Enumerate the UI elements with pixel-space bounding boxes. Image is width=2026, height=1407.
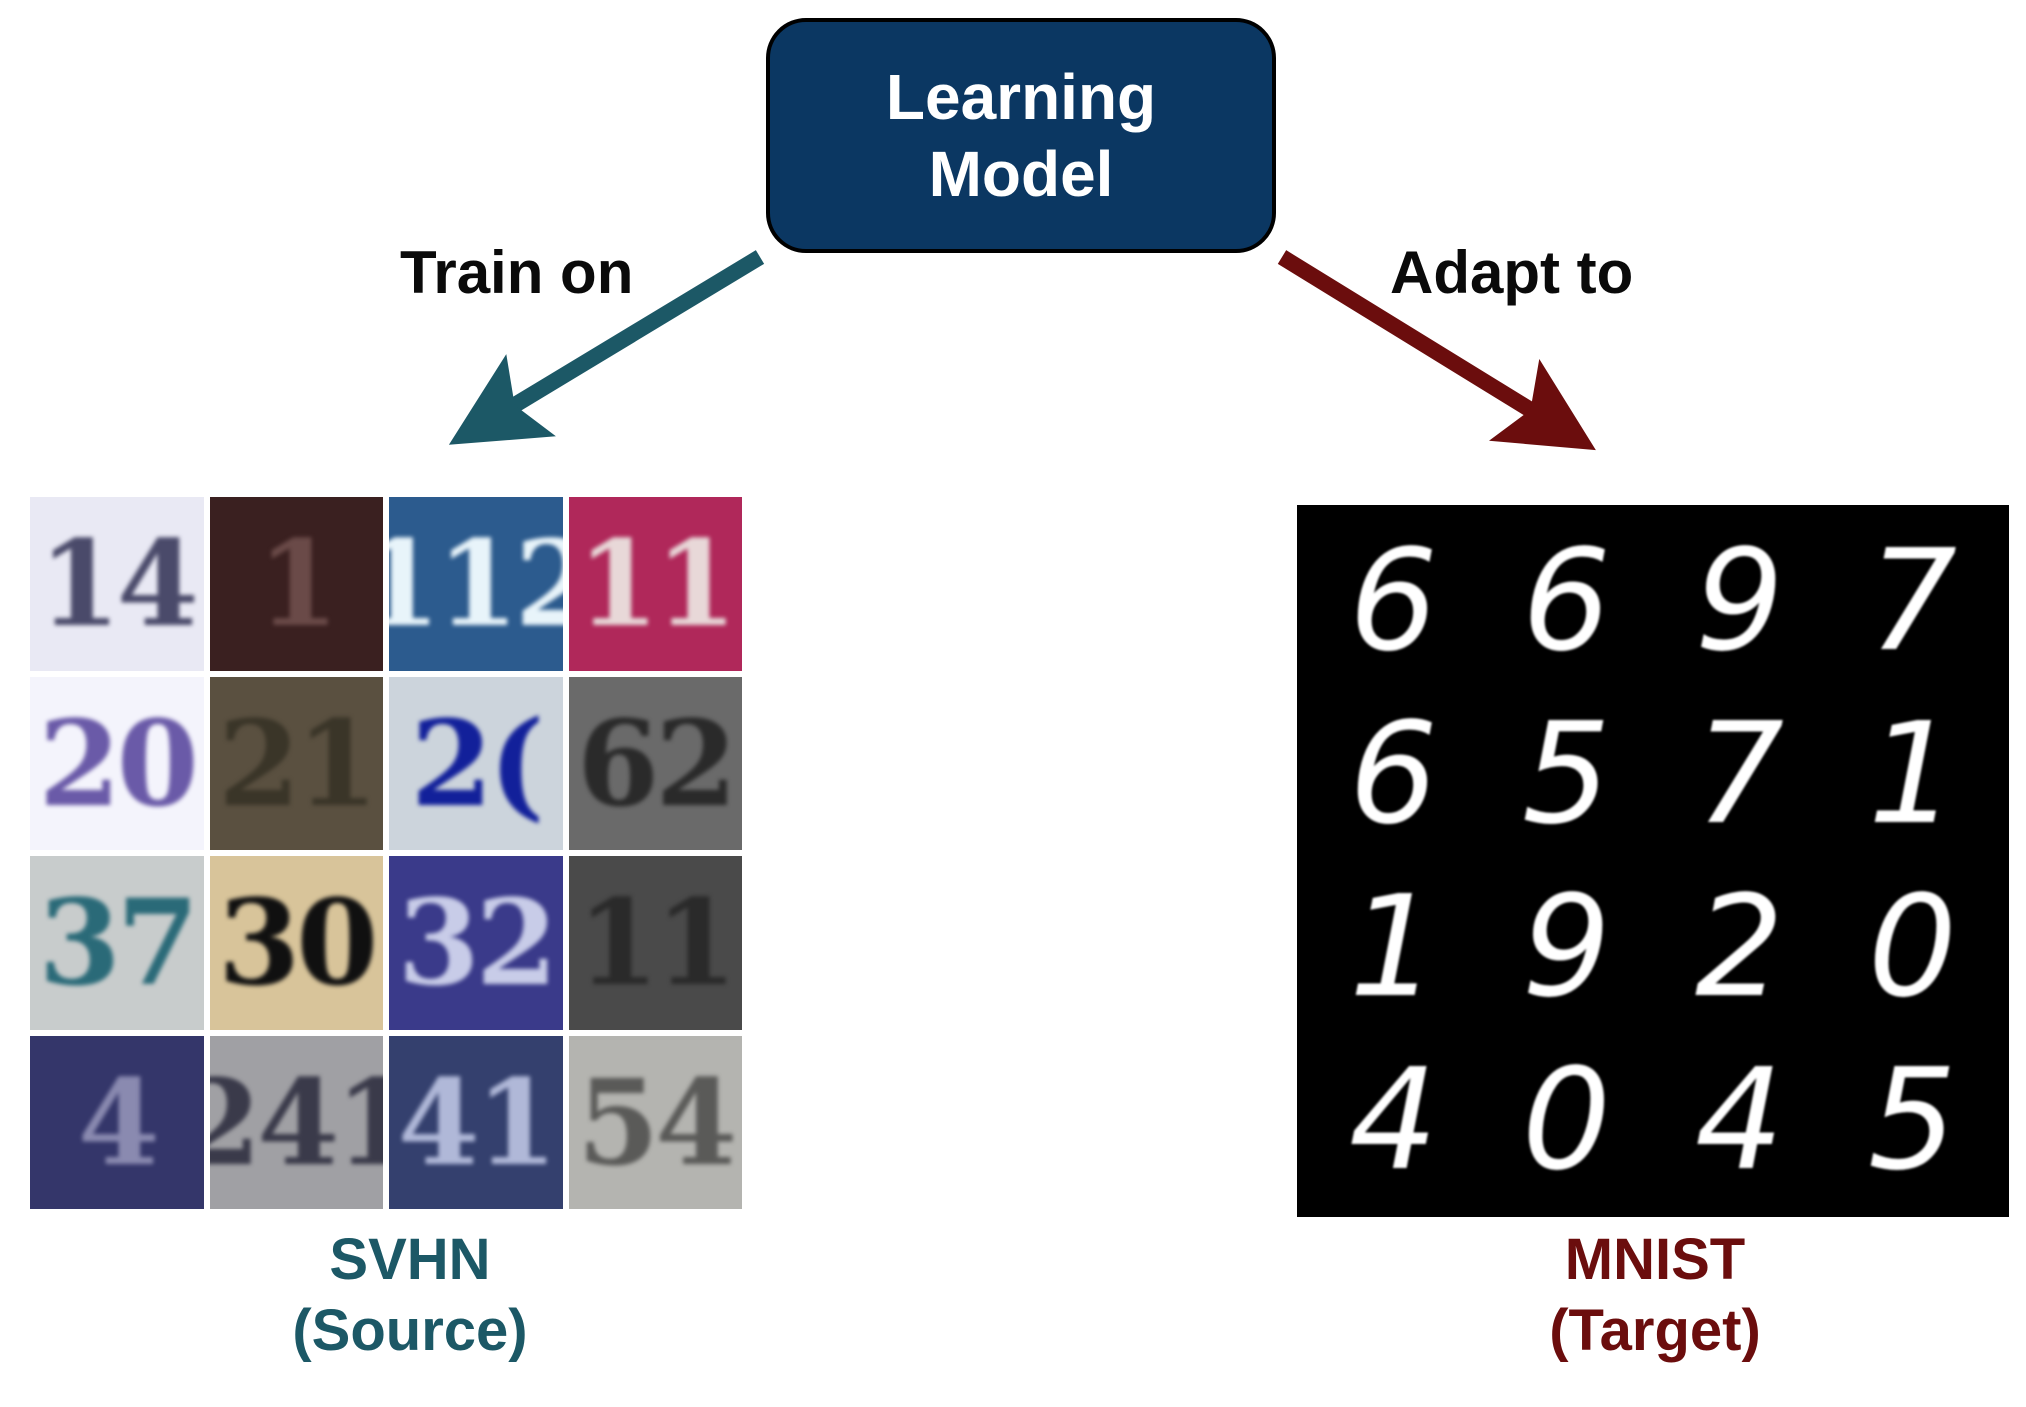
svhn-sample-image: 4 bbox=[30, 1035, 204, 1209]
model-label-line2: Model bbox=[928, 137, 1114, 210]
mnist-sample-digit: 4 bbox=[1348, 1039, 1439, 1202]
svhn-sample-digits: 62 bbox=[577, 693, 737, 833]
svhn-sample-image: 241 bbox=[209, 1035, 384, 1209]
adapt-to-label: Adapt to bbox=[1390, 239, 1634, 306]
mnist-sample-digit: 9 bbox=[1521, 866, 1612, 1029]
svhn-sample-digits: 11 bbox=[577, 514, 737, 654]
train-arrow bbox=[448, 250, 765, 445]
svhn-caption: SVHN (Source) bbox=[210, 1225, 610, 1367]
svhn-sample-digits: 54 bbox=[577, 1052, 737, 1192]
mnist-role: (Target) bbox=[1549, 1297, 1761, 1363]
mnist-sample-digit: 6 bbox=[1348, 520, 1439, 683]
adapt-arrow bbox=[1277, 250, 1596, 451]
mnist-sample-digit: 2 bbox=[1694, 866, 1785, 1029]
svhn-sample-image: 62 bbox=[568, 676, 742, 850]
mnist-sample-digit: 6 bbox=[1348, 693, 1439, 856]
learning-model-box: Learning Model bbox=[766, 18, 1276, 253]
svhn-sample-digits: 112 bbox=[389, 514, 563, 654]
svhn-sample-image: 54 bbox=[568, 1035, 742, 1209]
svhn-sample-image: 1 bbox=[209, 497, 383, 671]
mnist-sample-digit: 5 bbox=[1867, 1039, 1958, 1202]
svhn-sample-digits: 4 bbox=[77, 1052, 160, 1192]
svhn-sample-digits: 20 bbox=[38, 693, 199, 833]
svhn-name: SVHN bbox=[329, 1227, 491, 1292]
mnist-sample-digit: 6 bbox=[1521, 520, 1612, 683]
svhn-sample-image: 41 bbox=[389, 1035, 563, 1209]
svhn-sample-digits: 1 bbox=[257, 514, 339, 654]
mnist-name: MNIST bbox=[1564, 1227, 1746, 1292]
svhn-sample-image: 11 bbox=[568, 497, 742, 671]
svhn-sample-digits: 241 bbox=[209, 1052, 384, 1192]
mnist-sample-digit: 0 bbox=[1521, 1039, 1612, 1202]
svhn-sample-image: 21 bbox=[209, 676, 383, 850]
svhn-sample-image: 20 bbox=[30, 676, 204, 850]
svhn-sample-image: 112 bbox=[389, 497, 563, 671]
svhn-sample-digits: 2( bbox=[410, 693, 545, 833]
mnist-caption: MNIST (Target) bbox=[1455, 1225, 1855, 1367]
mnist-sample-digit: 7 bbox=[1694, 693, 1785, 856]
svhn-sample-digits: 41 bbox=[397, 1052, 558, 1192]
mnist-sample-digit: 5 bbox=[1521, 693, 1612, 856]
mnist-sample-digit: 7 bbox=[1867, 520, 1958, 683]
mnist-sample-digit: 9 bbox=[1694, 520, 1785, 683]
mnist-sample-digit: 4 bbox=[1694, 1039, 1785, 1202]
svhn-sample-digits: 37 bbox=[38, 873, 199, 1013]
svhn-sample-image: 14 bbox=[30, 497, 204, 671]
svhn-sample-digits: 14 bbox=[38, 514, 199, 654]
svhn-sample-digits: 11 bbox=[577, 873, 737, 1013]
svhn-sample-digits: 30 bbox=[218, 873, 378, 1013]
svhn-sample-digits: 32 bbox=[397, 873, 558, 1013]
svhn-sample-image: 2( bbox=[389, 676, 563, 850]
train-on-label: Train on bbox=[400, 239, 634, 306]
svhn-sample-image: 37 bbox=[30, 856, 204, 1030]
mnist-sample-digit: 0 bbox=[1867, 866, 1958, 1029]
svhn-sample-digits: 21 bbox=[218, 693, 378, 833]
svhn-role: (Source) bbox=[292, 1297, 528, 1363]
mnist-sample-digit: 1 bbox=[1867, 693, 1958, 856]
svhn-sample-image: 32 bbox=[389, 856, 563, 1030]
svhn-sample-image: 11 bbox=[568, 856, 742, 1030]
svhn-sample-image: 30 bbox=[209, 856, 383, 1030]
mnist-sample-digit: 1 bbox=[1348, 866, 1439, 1029]
model-label-line1: Learning bbox=[885, 60, 1157, 133]
